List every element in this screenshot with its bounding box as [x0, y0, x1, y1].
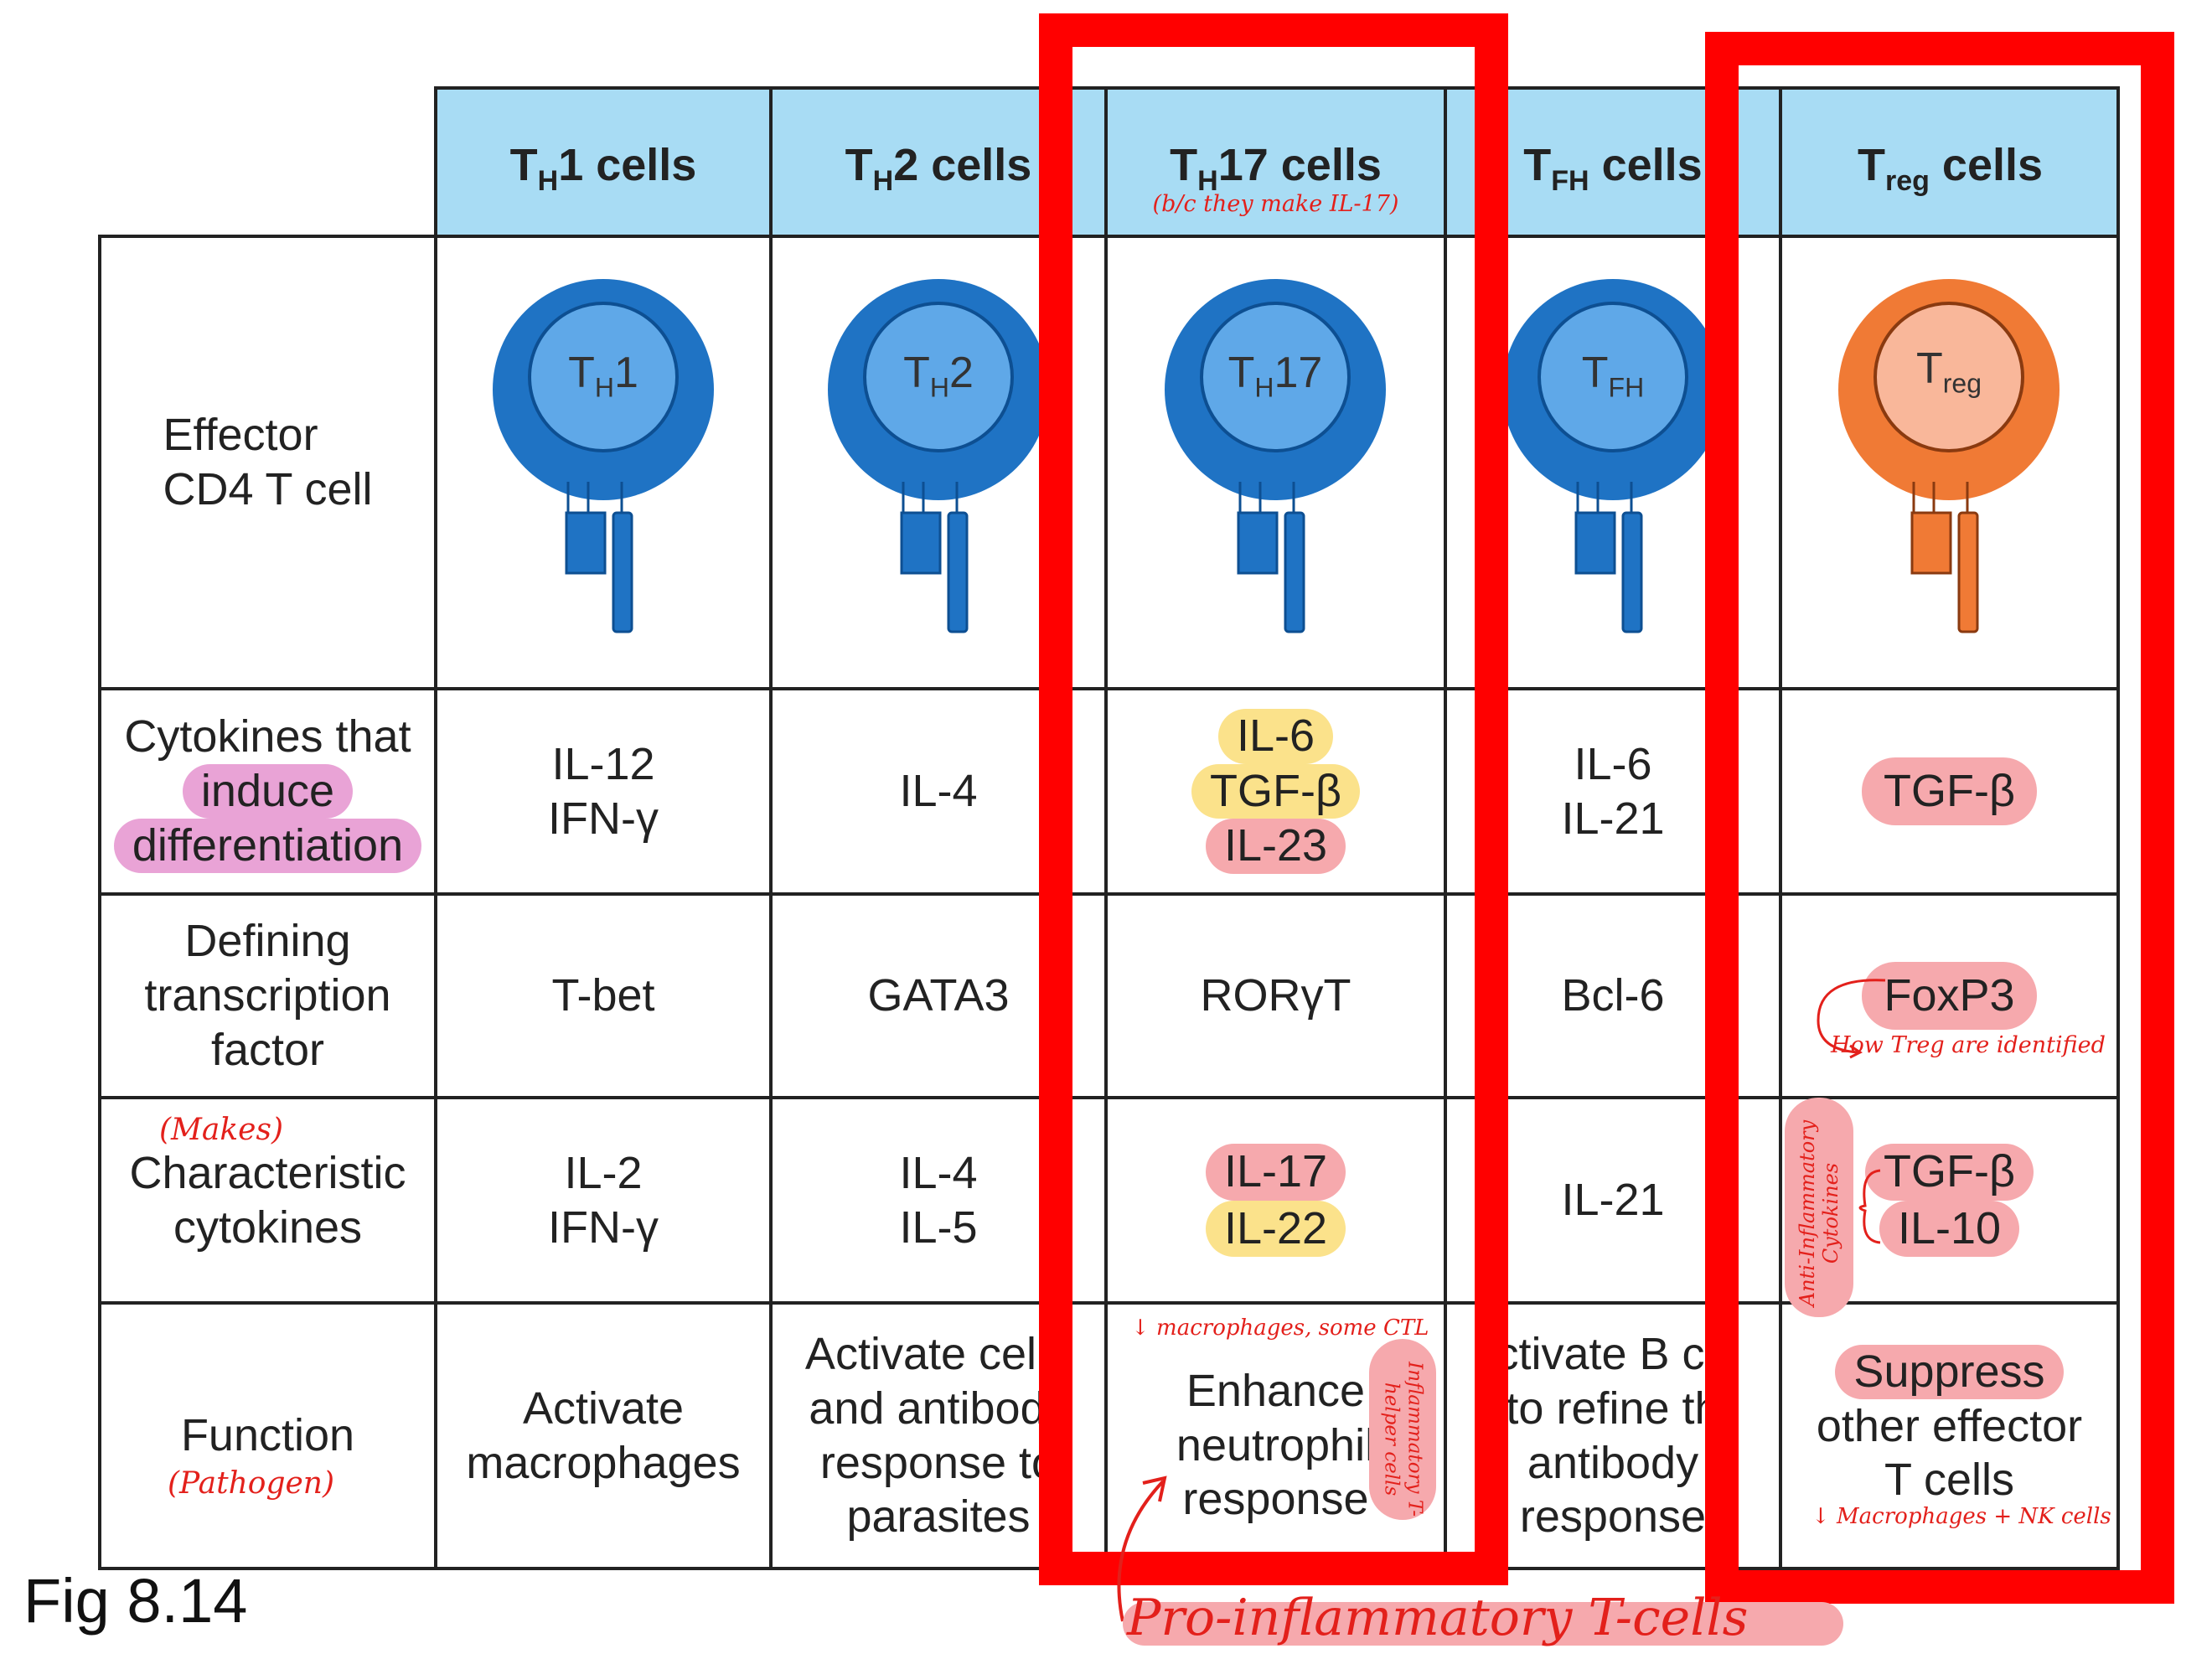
- anti-inflammatory-note: [1785, 1098, 1853, 1317]
- th17-characteristic-cytokines: IL-17 IL-22: [1108, 1099, 1444, 1301]
- anti-inflammatory-brace: [1858, 1169, 1881, 1244]
- grid-col-2: [769, 86, 773, 1570]
- grid-col-3: [1104, 86, 1108, 1570]
- treg-id-arrow: [1817, 979, 1886, 1059]
- makes-note: (Makes): [159, 1113, 284, 1147]
- th17-cell-label: TH17: [1227, 349, 1323, 403]
- pro-inflammatory-arrow: [1117, 1476, 1167, 1622]
- row-label-transcription-factor: Defining transcription factor: [144, 916, 391, 1075]
- grid-row-3: [98, 892, 2120, 896]
- pro-inflammatory-label: Pro-inflammatory T-cells: [1127, 1589, 1749, 1647]
- grid-col-6: [2116, 86, 2120, 1570]
- th2-transcription-factor: GATA3: [867, 970, 1010, 1021]
- header-treg: Treg cells: [1780, 88, 2120, 236]
- th2-inducing-cytokines: IL-4: [899, 766, 978, 817]
- figure-label: Fig 8.14: [23, 1566, 248, 1636]
- th17-cell-icon: [1165, 279, 1386, 633]
- treg-function-note: ↓ Macrophages + NK cells: [1811, 1504, 2111, 1529]
- th17-function: Enhance neutrophil response: [1176, 1365, 1376, 1525]
- grid-col-1: [434, 86, 437, 1570]
- treg-cell-label: Treg: [1915, 344, 1982, 399]
- pathogen-note: (Pathogen): [168, 1466, 335, 1501]
- header-th17: TH17 cells: [1106, 88, 1445, 236]
- th17-inducing-cytokines: IL-6 TGF-β IL-23: [1108, 690, 1444, 892]
- treg-characteristic-cytokines: TGF-β IL-10: [1782, 1099, 2116, 1301]
- grid-row-1: [98, 235, 2120, 238]
- grid-row-4: [98, 1096, 2120, 1099]
- th2-cell-label: TH2: [903, 349, 974, 403]
- inflammatory-th-pill: [1369, 1339, 1436, 1520]
- grid-top-header: [436, 86, 2120, 90]
- th17-highlight-box: [1039, 13, 1508, 1585]
- treg-inducing-cytokines: TGF-β: [1782, 690, 2116, 892]
- treg-id-note: How Treg are identified: [1831, 1032, 2106, 1058]
- grid-col-5: [1779, 86, 1782, 1570]
- grid-row-2: [98, 687, 2120, 690]
- th17-transcription-factor: RORγT: [1200, 970, 1351, 1021]
- grid-col-4: [1444, 86, 1447, 1570]
- th1-cell-label: TH1: [568, 349, 638, 403]
- row-label-function: Function: [180, 1410, 355, 1461]
- treg-transcription-factor: FoxP3: [1782, 896, 2116, 1096]
- row-label-effector: Effector CD4 T cell: [163, 410, 373, 514]
- th2-function: Activate cellu and antibody response to …: [804, 1328, 1072, 1543]
- treg-cell-icon: [1838, 279, 2060, 633]
- tfh-transcription-factor: Bcl-6: [1561, 970, 1665, 1021]
- pro-inflammatory-highlight: [1123, 1602, 1843, 1646]
- th17-header-note: (b/c they make IL-17): [1152, 191, 1399, 217]
- tfh-cell-label: TFH: [1581, 349, 1645, 403]
- row-label-inducing-cytokines: Cytokines that induce differentiation: [101, 690, 434, 892]
- th1-transcription-factor: T-bet: [551, 970, 655, 1021]
- grid-col-0: [98, 235, 101, 1570]
- tfh-characteristic-cytokines: IL-21: [1561, 1175, 1665, 1226]
- tfh-cell-icon: [1502, 279, 1724, 633]
- row-label-characteristic-cytokines: Characteristic cytokines: [129, 1147, 406, 1253]
- th1-cell-icon: [493, 279, 714, 633]
- th2-cell-icon: [828, 279, 1049, 633]
- treg-highlight-box: [1705, 32, 2174, 1604]
- treg-function: Suppress other effector T cells: [1816, 1344, 2083, 1506]
- th17-function-note: ↓ macrophages, some CTL: [1131, 1315, 1429, 1341]
- header-th1: TH1 cells: [436, 88, 771, 236]
- grid-row-5: [98, 1301, 2120, 1305]
- tfh-function: ctivate B ce to refine th antibody respo…: [1496, 1328, 1730, 1543]
